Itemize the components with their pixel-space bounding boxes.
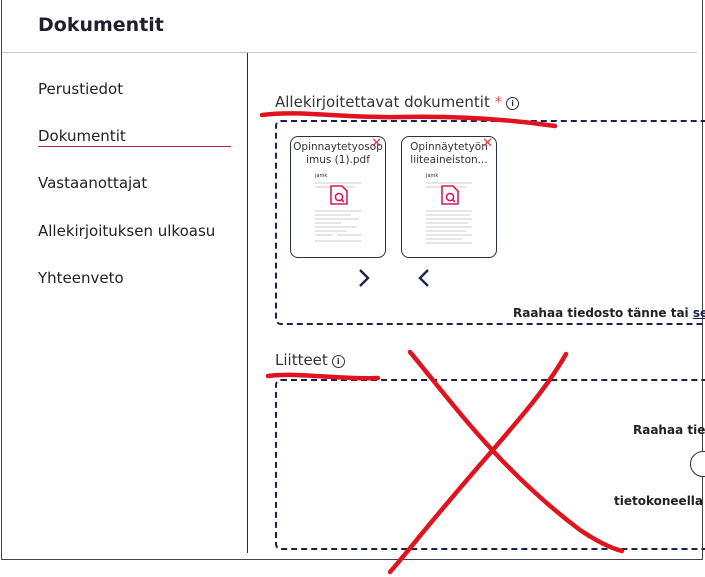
sidebar-item-perustiedot[interactable]: Perustiedot [38,80,124,98]
document-thumbnail: jamk [311,169,367,249]
sidebar-item-allekirjoituksen-ulkoasu[interactable]: Allekirjoituksen ulkoasu [38,222,216,240]
documents-section-label: Allekirjoitettavat dokumentit [275,93,490,111]
document-card[interactable]: Opinnaytetyosopimus (1).pdf ✕ jamk [290,136,386,258]
documents-section-title: Allekirjoitettavat dokumentit *i [275,93,520,111]
chevron-left-icon[interactable] [416,268,432,288]
documents-drop-instructions: Raahaa tiedosto tänne tai sel [513,306,705,320]
document-thumbnail: jamk [422,169,478,249]
select-file-link[interactable]: sel [692,306,705,320]
chevron-right-icon[interactable] [356,268,372,288]
file-search-icon [330,185,348,205]
svg-text:jamk: jamk [314,173,327,179]
attachments-dropzone[interactable] [275,379,705,550]
header-divider [2,52,697,53]
info-icon[interactable]: i [506,97,520,110]
sidebar-item-yhteenveto[interactable]: Yhteenveto [38,269,124,287]
attachments-secondary-text: tietokoneella [614,494,704,508]
sidebar-item-vastaanottajat[interactable]: Vastaanottajat [38,174,148,192]
sidebar-item-dokumentit[interactable]: Dokumentit [38,127,126,145]
svg-text:jamk: jamk [425,173,438,179]
page-title: Dokumentit [38,14,164,36]
close-icon[interactable]: ✕ [482,136,493,151]
sidebar-divider [247,53,248,553]
attachments-section-label: Liitteet [275,351,328,369]
document-name: Opinnäytetyön liiteaineiston... [410,141,488,166]
attachments-drop-text: Raahaa tie [633,423,705,437]
active-nav-indicator [38,146,231,147]
file-search-icon [441,185,459,205]
close-icon[interactable]: ✕ [371,136,382,151]
document-name: Opinnaytetyosopimus (1).pdf [293,141,383,166]
required-marker: * [494,93,503,111]
info-icon[interactable]: i [331,355,345,368]
drop-text: Raahaa tiedosto tänne tai [513,306,689,320]
document-card[interactable]: Opinnäytetyön liiteaineiston... ✕ jamk [401,136,497,258]
app-frame [1,0,703,560]
